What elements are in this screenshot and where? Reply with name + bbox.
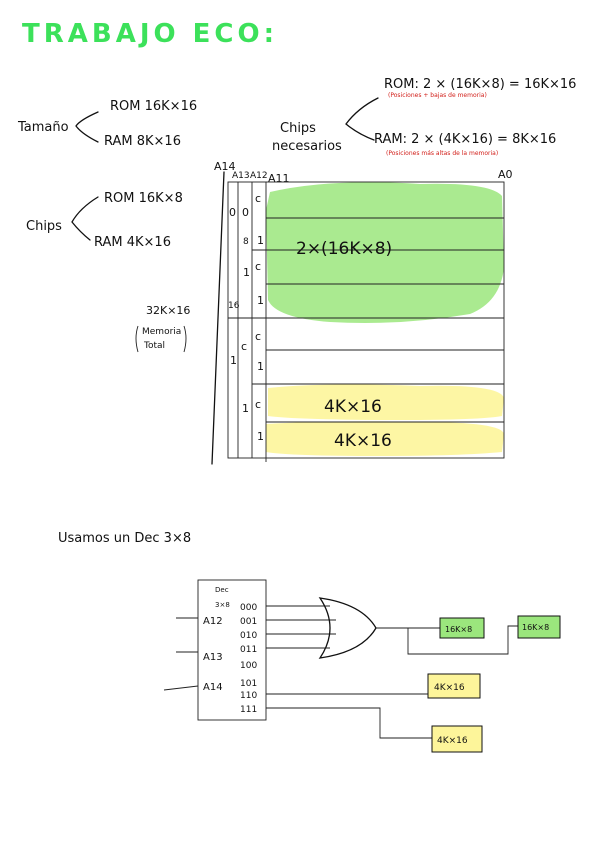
a12-c-2: c xyxy=(255,260,261,273)
chips-ram: RAM 4K×16 xyxy=(94,235,171,250)
ram-highlight-1 xyxy=(268,384,504,420)
decoder-block xyxy=(197,579,267,721)
rom-chip-1 xyxy=(439,617,485,639)
a12-one-1: 1 xyxy=(257,234,264,247)
ram-chip-2-label: 4K×16 xyxy=(437,736,468,746)
rom-highlight xyxy=(266,182,504,323)
required-ram-note: (Posiciones más altas de la memoria) xyxy=(386,150,498,157)
decoder-caption: Usamos un Dec 3×8 xyxy=(58,531,191,546)
size-rom: ROM 16K×16 xyxy=(110,99,197,114)
output-011: 011 xyxy=(240,645,257,655)
decoder-title: Dec xyxy=(215,586,229,594)
ram-block-label-2: 4K×16 xyxy=(334,431,392,451)
required-label-1: Chips xyxy=(280,121,316,136)
a12-one-3: 1 xyxy=(257,360,264,373)
label-sixteen: 16 xyxy=(228,301,240,311)
ram-highlight-2 xyxy=(266,421,504,456)
a13-value-top: 0 xyxy=(242,206,249,219)
required-rom: ROM: 2 × (16K×8) = 16K×16 xyxy=(384,77,576,92)
size-brace xyxy=(75,111,99,143)
output-101: 101 xyxy=(240,679,257,689)
memory-map: A14 A13 A12 A11 A0 0 0 c 1 8 1 c 1 16 1 … xyxy=(135,160,513,465)
output-111: 111 xyxy=(240,705,257,715)
total-note-1: Memoria xyxy=(142,327,181,337)
decoder-section: Usamos un Dec 3×8 Dec 3×8 A12 A13 A14 00… xyxy=(58,531,561,753)
page-title: TRABAJO ECO: xyxy=(22,19,278,49)
a14-value-bottom: 1 xyxy=(230,354,237,367)
title-green: TRABAJO ECO: xyxy=(22,19,278,49)
chips-label: Chips xyxy=(26,219,62,234)
label-eight: 8 xyxy=(243,237,249,247)
ram-block-label-1: 4K×16 xyxy=(324,397,382,417)
a12-c-1: c xyxy=(255,192,261,205)
required-ram: RAM: 2 × (4K×16) = 8K×16 xyxy=(374,132,556,147)
label-a12: A12 xyxy=(250,171,268,181)
required-brace xyxy=(345,97,379,141)
input-a13: A13 xyxy=(203,652,223,663)
a12-one-2: 1 xyxy=(257,294,264,307)
size-section: Tamaño ROM 16K×16 RAM 8K×16 xyxy=(17,99,197,149)
total-size: 32K×16 xyxy=(146,304,190,317)
label-a11: A11 xyxy=(268,172,290,185)
a13-value-mid: 1 xyxy=(243,266,250,279)
label-a13: A13 xyxy=(232,171,250,181)
rom-block-label: 2×(16K×8) xyxy=(296,239,392,259)
required-label-2: necesarios xyxy=(272,139,342,154)
ram-chip-1-label: 4K×16 xyxy=(434,683,465,693)
rom-chip-2-label: 16K×8 xyxy=(522,623,549,632)
a13-c: c xyxy=(241,340,247,353)
total-note-2: Total xyxy=(143,341,165,351)
size-ram: RAM 8K×16 xyxy=(104,134,181,149)
label-a14: A14 xyxy=(214,160,236,173)
or-gate xyxy=(318,597,377,659)
size-label: Tamaño xyxy=(17,120,69,135)
decoder-size: 3×8 xyxy=(215,601,230,609)
output-110: 110 xyxy=(240,691,257,701)
output-010: 010 xyxy=(240,631,257,641)
a12-c-4: c xyxy=(255,398,261,411)
map-slant-line xyxy=(211,171,225,465)
a12-c-3: c xyxy=(255,330,261,343)
required-section: Chips necesarios ROM: 2 × (16K×8) = 16K×… xyxy=(272,77,576,157)
ram-chip-2 xyxy=(431,725,483,753)
required-rom-note: (Posiciones + bajas de memoria) xyxy=(388,92,487,99)
chips-rom: ROM 16K×8 xyxy=(104,191,183,206)
map-frame xyxy=(227,181,505,459)
output-100: 100 xyxy=(240,661,257,671)
chips-section: Chips ROM 16K×8 RAM 4K×16 xyxy=(26,191,183,250)
chips-brace xyxy=(71,196,99,241)
a13-value-low: 1 xyxy=(242,402,249,415)
rom-chip-2 xyxy=(517,615,561,639)
output-001: 001 xyxy=(240,617,257,627)
a14-value-top: 0 xyxy=(229,206,236,219)
a12-one-4: 1 xyxy=(257,430,264,443)
input-a14: A14 xyxy=(203,682,223,693)
label-a0: A0 xyxy=(498,168,513,181)
ram-chip-1 xyxy=(427,673,481,699)
rom-chip-1-label: 16K×8 xyxy=(445,625,472,634)
output-000: 000 xyxy=(240,603,257,613)
input-a12: A12 xyxy=(203,616,223,627)
